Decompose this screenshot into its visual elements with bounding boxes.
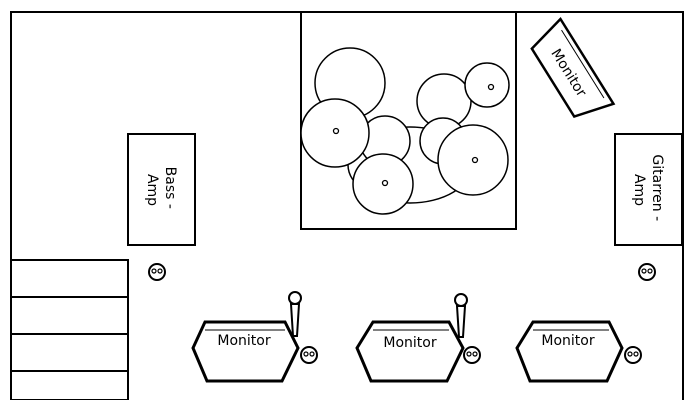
amp-icon [127,133,196,246]
amp-icon [614,133,683,246]
wedge-monitor-icon [530,16,616,119]
bass-amp-label-line1: Bass - [162,167,178,209]
front-monitor-label: Monitor [383,335,436,351]
wedge-monitor-icon [515,320,624,383]
bass-amp-label-line2: Amp [144,174,160,206]
xlr-input-icon [300,346,318,364]
wedge-monitor-icon [191,320,300,383]
wedge-monitor-icon [355,320,465,383]
drum-kit [300,47,510,215]
guitar-amp: Gitarren - Amp [614,133,683,246]
front-monitor-2: Monitor [355,320,465,383]
drum-monitor: Monitor [530,16,616,119]
front-monitor-1: Monitor [191,320,300,383]
front-monitor-3: Monitor [515,320,624,383]
bass-amp-label: Bass - Amp [144,167,178,214]
xlr-input-icon [463,346,481,364]
cymbal-icon [464,62,510,108]
guitar-amp-label: Gitarren - Amp [631,154,665,225]
xlr-input-icon [148,263,166,281]
front-monitor-label: Monitor [217,333,270,349]
microphone-icon [288,291,302,337]
guitar-amp-label-line2: Amp [631,174,647,206]
microphone-icon [454,293,468,338]
bass-amp: Bass - Amp [127,133,196,246]
guitar-amp-label-line1: Gitarren - [649,154,665,221]
front-monitor-label: Monitor [541,333,594,349]
xlr-input-icon [638,263,656,281]
riser-steps [10,259,129,401]
xlr-input-icon [624,346,642,364]
